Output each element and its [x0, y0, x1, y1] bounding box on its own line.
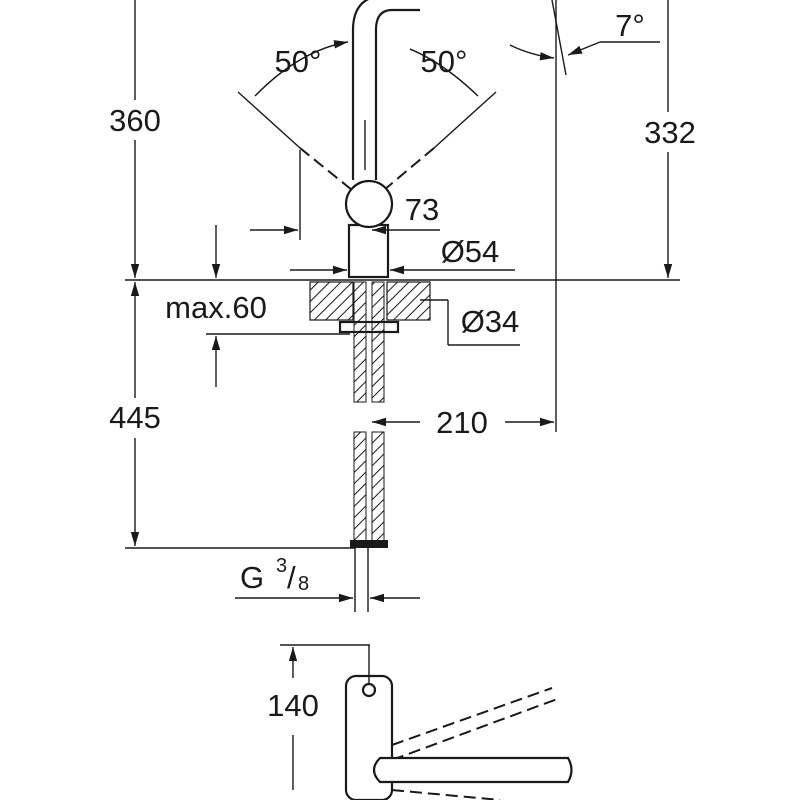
- label-50-right: 50°: [421, 44, 468, 79]
- dimension-210: 210: [372, 405, 554, 440]
- dimension-d34: Ø34: [420, 299, 520, 346]
- dimension-445: 445: [100, 282, 355, 549]
- dimension-73: 73: [250, 150, 440, 240]
- dimension-max60: max.60: [165, 225, 350, 387]
- faucet-body: [344, 0, 420, 279]
- deck-section: [309, 281, 431, 334]
- label-g-num: 3: [276, 555, 287, 577]
- label-g-den: 8: [298, 573, 309, 595]
- label-g: G: [240, 560, 264, 595]
- label-d34: Ø34: [461, 304, 520, 339]
- label-7deg: 7°: [615, 8, 645, 43]
- label-332: 332: [644, 115, 696, 150]
- label-360: 360: [109, 103, 161, 138]
- label-d54: Ø54: [441, 234, 500, 269]
- dimension-g38: G 3 / 8: [235, 555, 420, 603]
- top-view: 140: [267, 644, 573, 800]
- dimension-332: 332: [632, 0, 704, 278]
- label-445: 445: [109, 400, 161, 435]
- svg-text:/: /: [287, 560, 296, 595]
- label-50-left: 50°: [275, 44, 322, 79]
- supply-hoses: [350, 281, 388, 612]
- label-210: 210: [436, 405, 488, 440]
- dimension-50deg: 50° 50°: [237, 40, 497, 191]
- handle-ball: [344, 179, 394, 229]
- dimension-d54: Ø54: [290, 234, 515, 275]
- dimension-360: 360: [100, 0, 170, 278]
- label-max60: max.60: [165, 290, 267, 325]
- dimension-7deg: 7°: [509, 0, 660, 432]
- label-140: 140: [267, 688, 319, 723]
- label-73: 73: [405, 192, 439, 227]
